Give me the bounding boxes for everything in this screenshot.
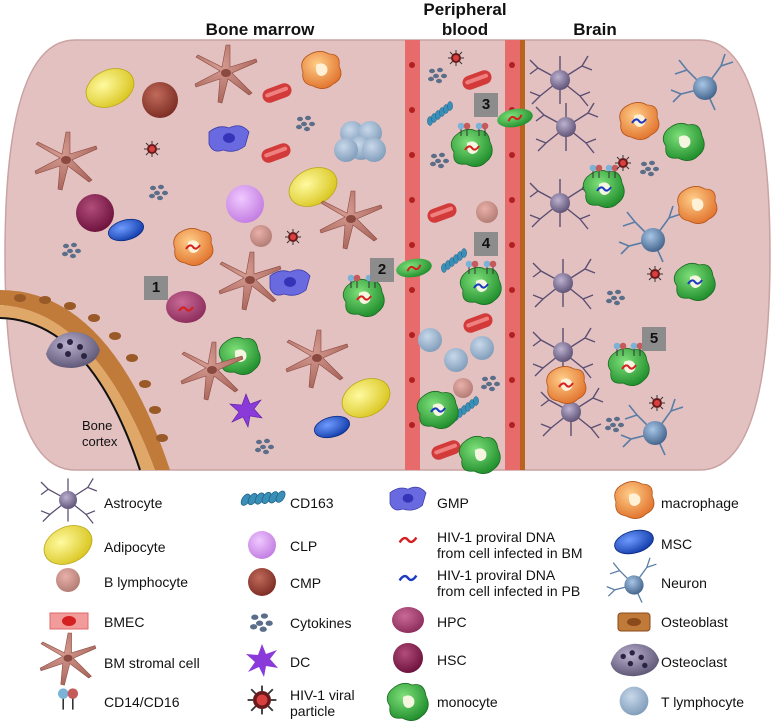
legend-label: CD163 (290, 495, 334, 511)
step-3-marker: 3 (474, 93, 498, 117)
virus (447, 49, 465, 67)
legend-icons (37, 474, 660, 722)
hiv-viral-particle-icon (246, 684, 278, 716)
vessel-left-wall (405, 40, 420, 470)
msc-icon (611, 525, 657, 559)
legend-label: macrophage (661, 495, 739, 511)
transmigrating-monocyte (497, 108, 533, 128)
legend-label: CMP (290, 575, 322, 591)
cd14-cd16-icon (57, 687, 79, 711)
macrophage-cell (677, 185, 718, 225)
legend-label: HPC (437, 614, 467, 630)
t-lymphocyte (470, 336, 494, 360)
virus (143, 140, 161, 158)
osteoblast-icon (617, 612, 651, 632)
gmp-cell (269, 269, 311, 296)
legend-label: GMP (437, 495, 469, 511)
legend-label: Neuron (661, 575, 707, 591)
hpc-icon (392, 607, 424, 633)
osteoblast-layer (14, 294, 168, 442)
legend-label: Cytokines (290, 615, 352, 631)
step-5-marker: 5 (642, 327, 666, 351)
cytokines-icon (250, 613, 273, 632)
bone-cortex (0, 290, 170, 470)
step-1-marker: 1 (144, 276, 168, 300)
dc-cell (229, 393, 263, 428)
legend-label: BM stromal cell (104, 655, 200, 671)
hsc-icon (393, 643, 423, 673)
virus (284, 228, 302, 246)
legend-label: HIV-1 viral particle (290, 687, 355, 719)
vessel-right-wall (505, 40, 525, 470)
legend-label: MSC (661, 536, 693, 552)
monocyte-cell (458, 435, 501, 475)
b-lymphocyte-cell (250, 225, 272, 247)
monocyte-icon (386, 682, 429, 722)
adipocyte-icon (37, 517, 99, 573)
virus (646, 265, 664, 283)
legend-label: Osteoclast (661, 654, 728, 670)
header-bone-marrow: Bone marrow (205, 20, 315, 39)
monocyte-cell (662, 122, 705, 162)
label-bone-cortex: Bone cortex (82, 418, 118, 449)
legend-label: Osteoblast (661, 614, 728, 630)
legend-label: HIV-1 proviral DNA from cell infected in… (437, 529, 583, 561)
transmigrating-monocyte (396, 258, 432, 278)
gmp-cell (208, 125, 250, 152)
legend-label: HIV-1 proviral DNA from cell infected in… (437, 567, 581, 599)
legend-label: HSC (437, 652, 467, 668)
b-lymphocyte-cell (476, 201, 498, 223)
bmec-icon (49, 612, 89, 630)
legend-label: B lymphocyte (104, 574, 189, 590)
cmp-icon (248, 568, 276, 596)
hsc-cell (76, 194, 114, 232)
step-4-marker: 4 (474, 232, 498, 256)
macrophage-icon (614, 480, 655, 520)
legend-label: BMEC (104, 614, 145, 630)
header-peripheral-blood: Peripheral blood (423, 0, 507, 39)
osteoclast-icon (610, 643, 660, 677)
t-lymphocyte (418, 328, 442, 352)
legend-label: CLP (290, 538, 318, 554)
legend-label: DC (290, 654, 311, 670)
legend-label: CD14/CD16 (104, 694, 180, 710)
b-lymphocyte-cell (453, 378, 473, 398)
astrocyte-icon (40, 477, 98, 525)
dc-icon (246, 644, 278, 677)
legend-label: Astrocyte (104, 495, 163, 511)
proviral-dna-pb-icon (398, 574, 418, 582)
clp-icon (248, 531, 276, 559)
hpc-cell (166, 291, 206, 323)
osteoclast-cell (46, 332, 100, 368)
cd163-icon (238, 474, 288, 523)
t-lymphocyte-icon (619, 686, 649, 716)
header-brain: Brain (573, 20, 617, 39)
legend-label: Adipocyte (104, 539, 166, 555)
bm-stromal-cell-icon (39, 632, 97, 686)
monocyte-cell (218, 336, 261, 376)
neuron-icon (606, 557, 658, 604)
legend-label: T lymphocyte (661, 694, 744, 710)
gmp-icon (389, 486, 427, 511)
t-lymphocyte (444, 348, 468, 372)
b-lymphocyte-icon (56, 568, 80, 592)
virus (614, 154, 632, 172)
virus (648, 394, 666, 412)
proviral-dna-bm-icon (398, 536, 418, 544)
clp-cell (226, 185, 264, 223)
macrophage-cell (301, 50, 342, 90)
cmp-cell (142, 82, 178, 118)
legend-label: monocyte (437, 694, 498, 710)
step-2-marker: 2 (370, 258, 394, 282)
